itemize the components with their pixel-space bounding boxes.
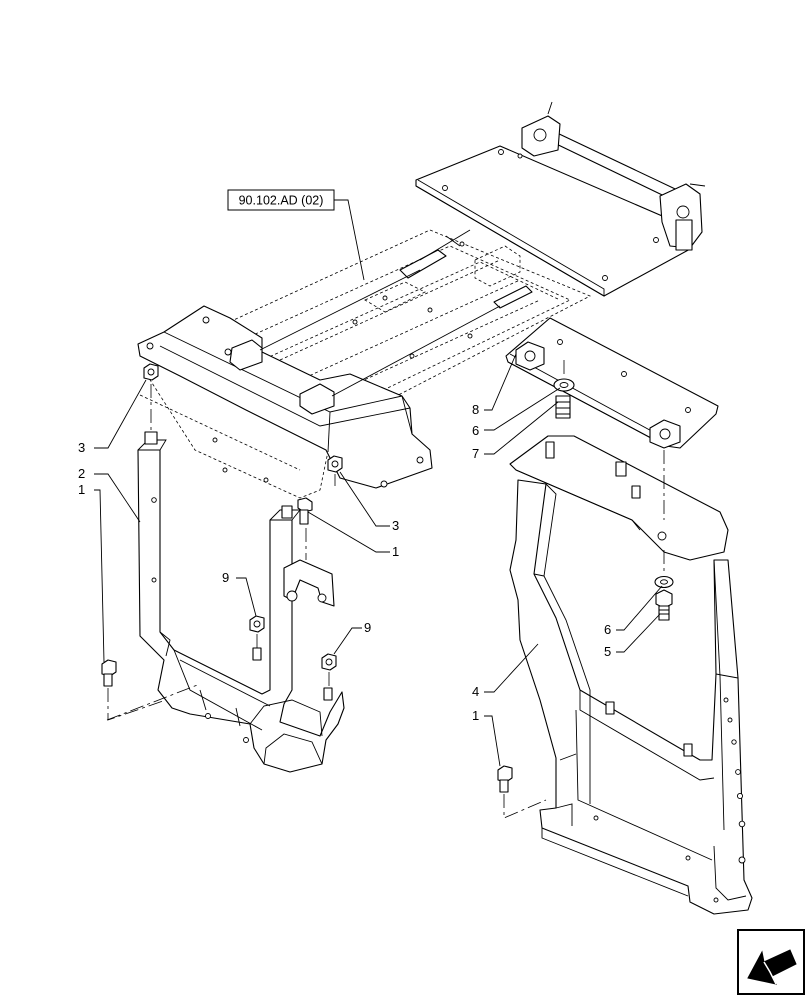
main-frame-hidden-lines <box>139 229 591 499</box>
reference-leader <box>334 199 365 281</box>
callout-1-right: 1 <box>472 708 479 723</box>
left-hardware <box>101 363 343 701</box>
left-bracket-assembly <box>137 431 345 773</box>
callout-3-right: 3 <box>392 518 399 533</box>
callout-8: 8 <box>472 402 479 417</box>
callout-4: 4 <box>472 684 479 699</box>
callout-6-lower: 6 <box>604 622 611 637</box>
reference-label: 90.102.AD (02) <box>239 194 324 208</box>
callout-9-upper: 9 <box>222 570 229 585</box>
assembly-centerlines <box>106 360 665 819</box>
next-page-arrow-icon[interactable] <box>737 929 805 995</box>
callout-5: 5 <box>604 644 611 659</box>
callout-6-upper: 6 <box>472 423 479 438</box>
seat-support-frame <box>137 229 533 489</box>
right-hardware <box>497 575 674 793</box>
reference-box[interactable]: 90.102.AD (02) <box>227 189 335 211</box>
right-support-frame <box>509 435 753 915</box>
callout-2: 2 <box>78 466 85 481</box>
callout-numbers: 3 2 1 3 1 9 9 8 6 7 6 5 4 1 <box>78 402 611 723</box>
callout-1-center: 1 <box>392 544 399 559</box>
callout-leaders <box>94 353 663 767</box>
callout-3-left: 3 <box>78 440 85 455</box>
callout-7: 7 <box>472 446 479 461</box>
callout-1-left: 1 <box>78 482 85 497</box>
upper-platform-plate <box>415 101 706 297</box>
right-top-plate <box>505 317 719 449</box>
callout-9-lower: 9 <box>364 620 371 635</box>
